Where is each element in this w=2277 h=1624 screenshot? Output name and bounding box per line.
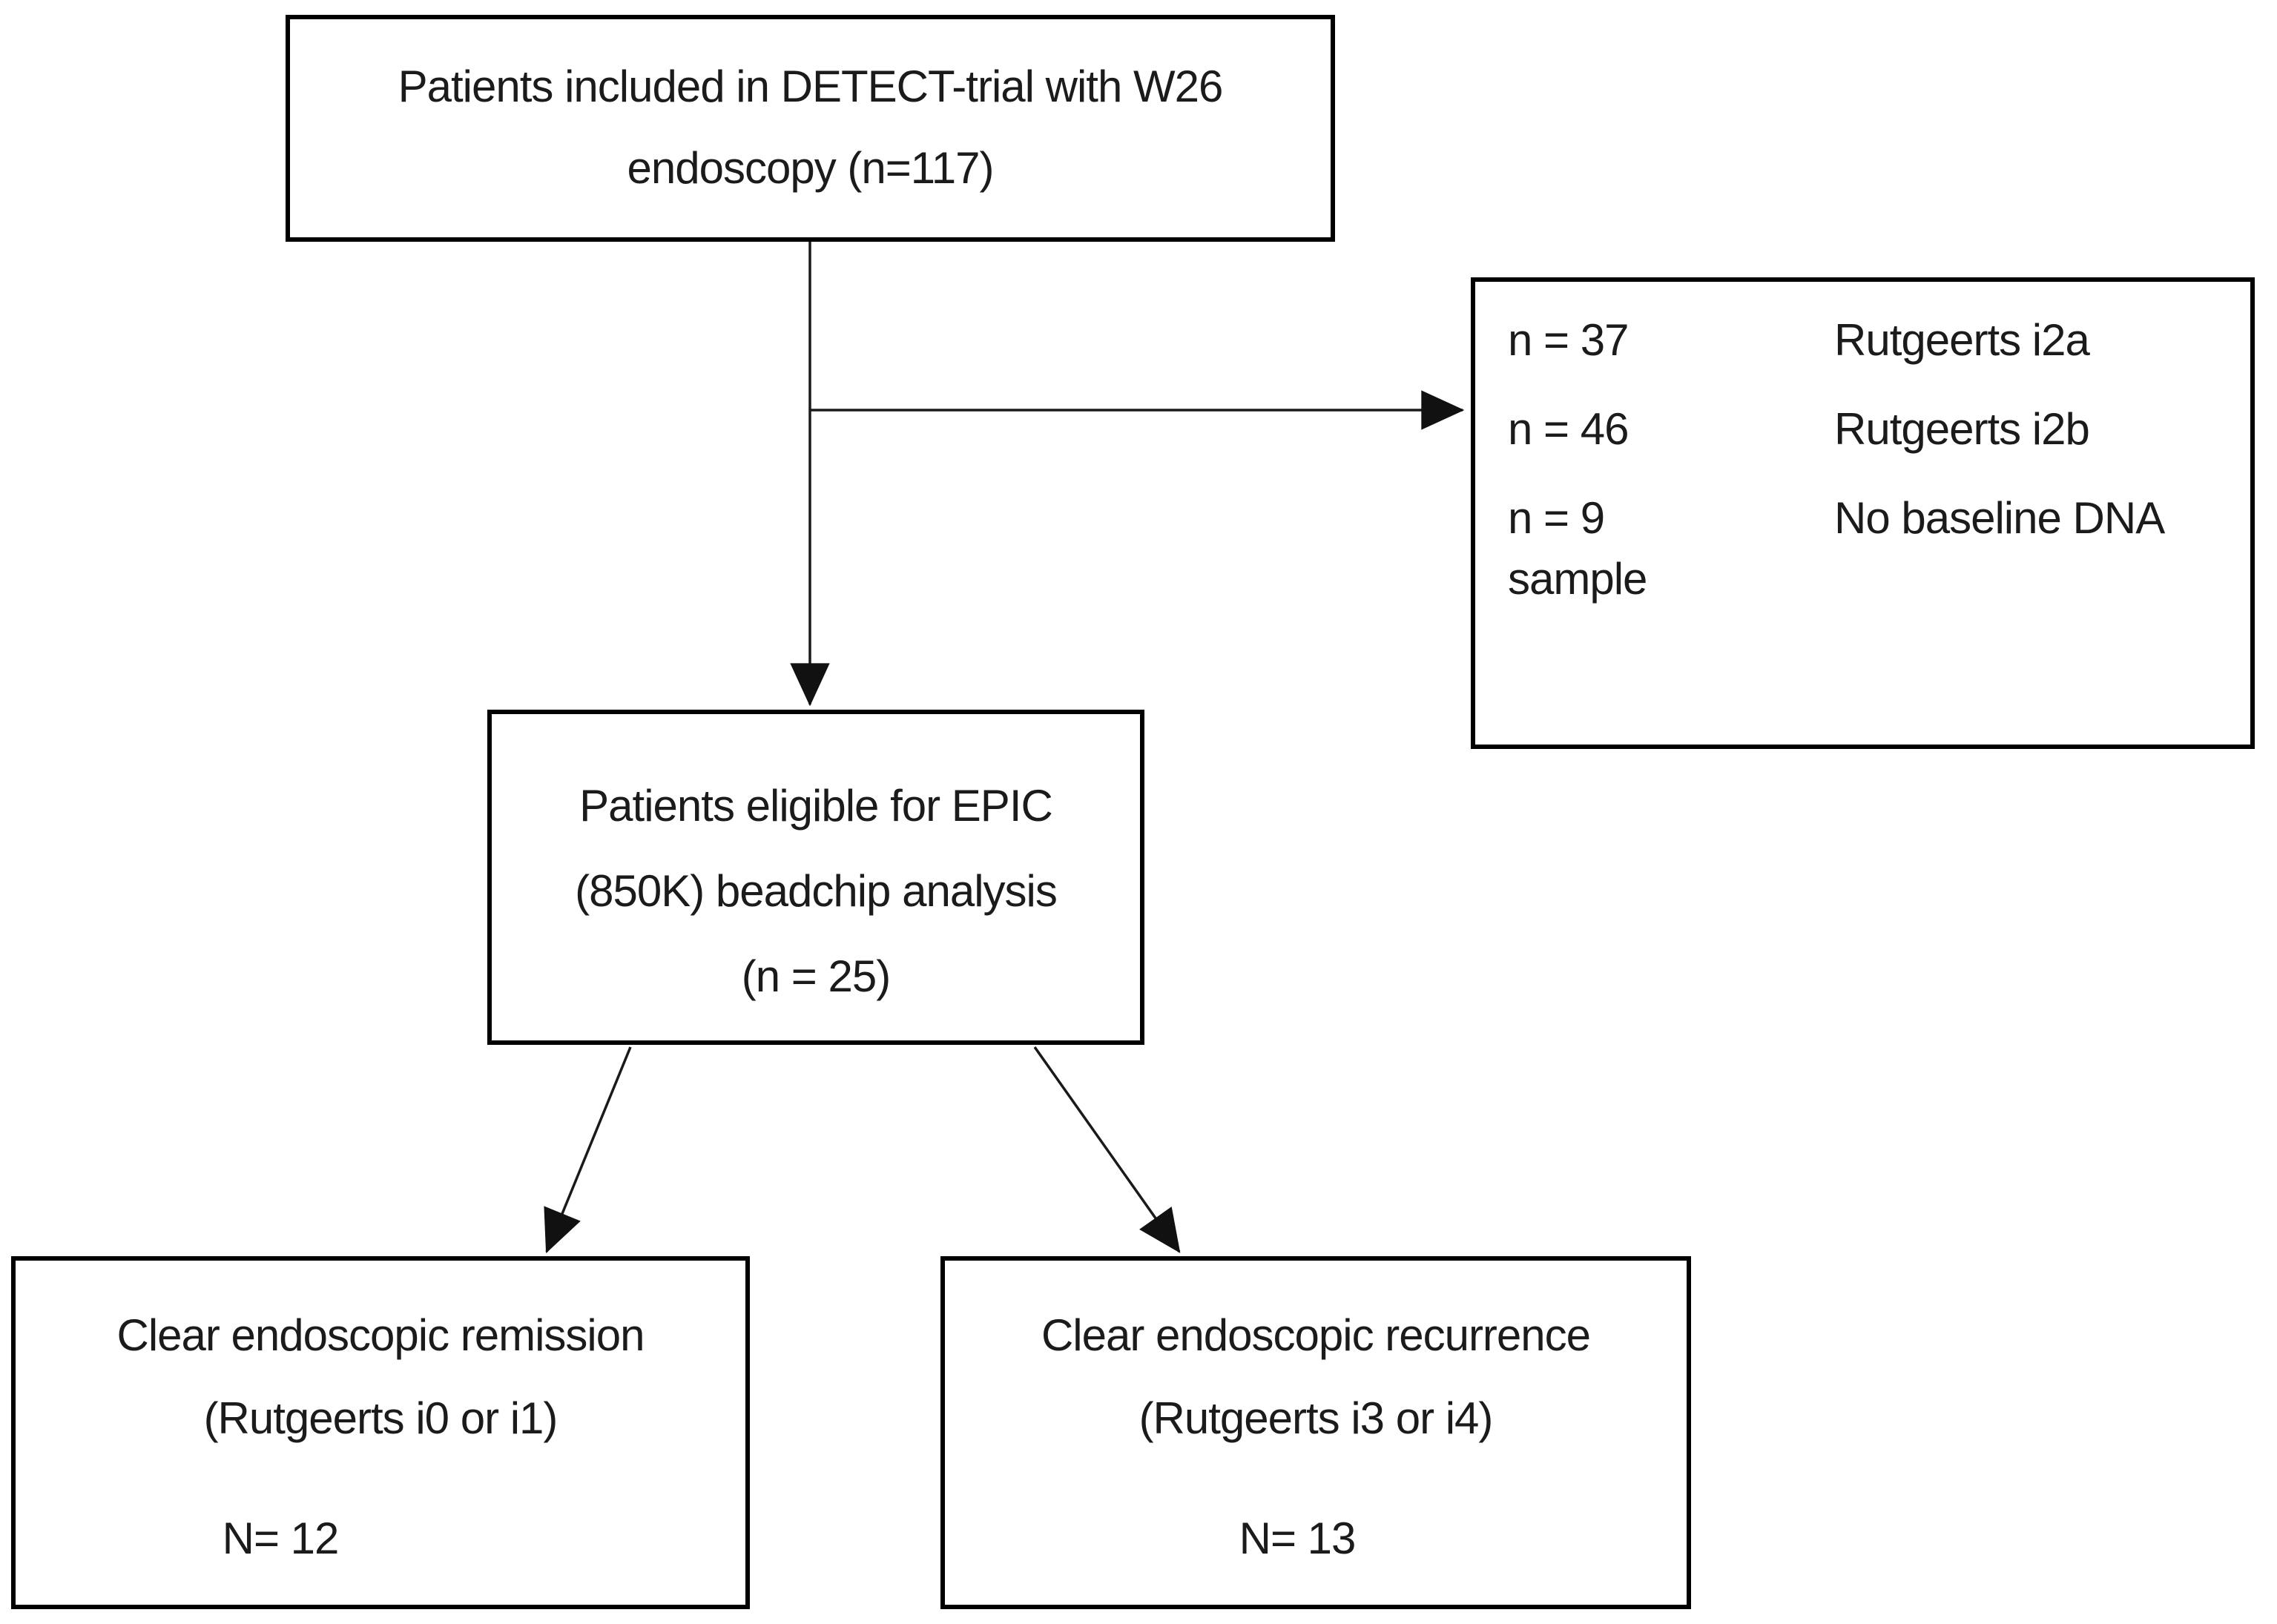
box-eligible: Patients eligible for EPIC (850K) beadch… xyxy=(487,710,1144,1045)
exclusion-row: n = 9 No baseline DNA xyxy=(1508,488,2228,549)
eligible-line-2: (850K) beadchip analysis xyxy=(575,866,1058,916)
exclusion-reason: Rutgeerts i2b xyxy=(1834,404,2090,454)
eligible-line-3: (n = 25) xyxy=(741,951,891,1001)
recurrence-line-2: (Rutgeerts i3 or i4) xyxy=(1138,1393,1494,1443)
box-remission: Clear endoscopic remission (Rutgeerts i0… xyxy=(11,1256,750,1609)
remission-count: N= 12 xyxy=(222,1514,340,1563)
connector-eligible-to-recurrence xyxy=(1033,1046,1181,1253)
eligible-line-1: Patients eligible for EPIC xyxy=(579,781,1053,831)
recurrence-count: N= 13 xyxy=(1239,1514,1357,1563)
box-recurrence: Clear endoscopic recurrence (Rutgeerts i… xyxy=(940,1256,1691,1609)
box-detect-trial: Patients included in DETECT-trial with W… xyxy=(286,15,1335,242)
exclusion-count: n = 37 xyxy=(1508,315,1630,365)
remission-line-2: (Rutgeerts i0 or i1) xyxy=(203,1393,558,1443)
exclusion-row: n = 37 Rutgeerts i2a xyxy=(1508,310,2228,371)
exclusion-count: n = 9 xyxy=(1508,493,1605,543)
detect-trial-line-2: endoscopy (n=117) xyxy=(627,143,995,193)
exclusion-count: n = 46 xyxy=(1508,404,1630,454)
exclusion-row: n = 46 Rutgeerts i2b xyxy=(1508,399,2228,460)
box-exclusions: n = 37 Rutgeerts i2a n = 46 Rutgeerts i2… xyxy=(1471,277,2255,749)
detect-trial-line-1: Patients included in DETECT-trial with W… xyxy=(398,62,1224,111)
exclusion-reason: Rutgeerts i2a xyxy=(1834,315,2090,365)
recurrence-line-1: Clear endoscopic recurrence xyxy=(1041,1310,1591,1360)
exclusion-wrap-text: sample xyxy=(1508,554,1647,604)
remission-line-1: Clear endoscopic remission xyxy=(116,1310,645,1360)
connector-eligible-to-remission xyxy=(544,1046,632,1254)
exclusion-reason: No baseline DNA xyxy=(1834,493,2165,543)
